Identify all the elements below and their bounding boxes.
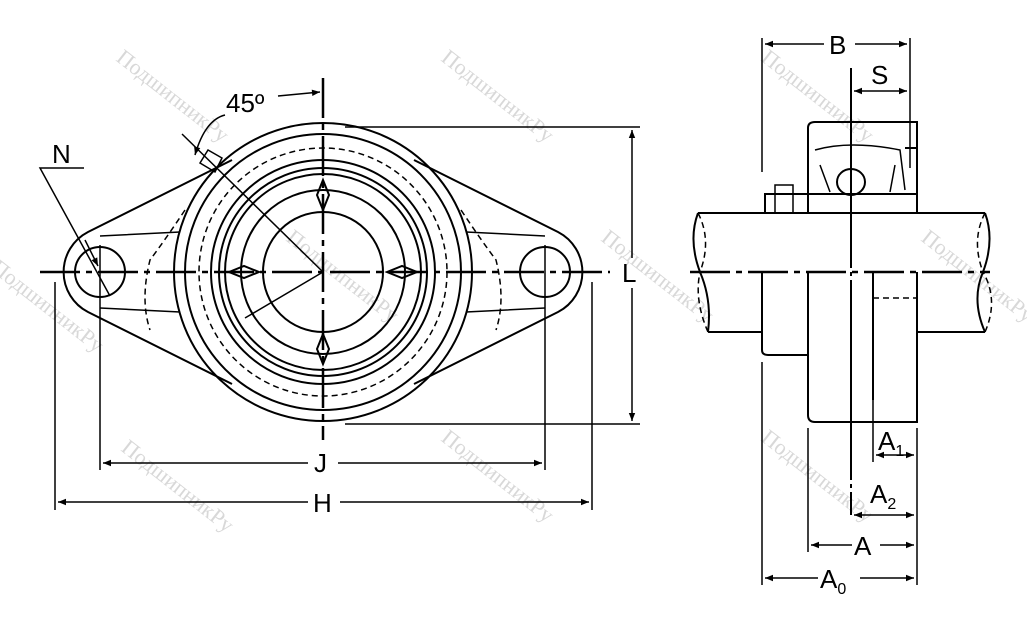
watermark: ПодшипникРу <box>757 424 879 527</box>
watermark: ПодшипникРу <box>117 434 239 537</box>
watermark: ПодшипникРу <box>112 44 234 147</box>
s-label: S <box>871 60 888 90</box>
shaft <box>692 212 991 333</box>
a-label: A <box>854 531 872 561</box>
watermark: ПодшипникРу <box>282 224 404 327</box>
a1-label: A1 <box>878 426 904 460</box>
watermark: ПодшипникРу <box>917 224 1027 327</box>
hole-diameter-label: N <box>52 139 71 169</box>
front-view: 45º N L J H <box>38 78 640 518</box>
bolt-spacing-label: J <box>314 448 327 478</box>
flange-outline <box>62 159 584 385</box>
angle-label: 45º <box>226 88 265 118</box>
a0-label: A0 <box>820 564 846 598</box>
width-label: B <box>829 30 846 60</box>
grease-fitting <box>198 148 223 174</box>
height-label: L <box>622 258 636 288</box>
side-view: B S A1 A2 A A0 <box>690 30 993 598</box>
overall-length-label: H <box>313 488 332 518</box>
bearing-insert <box>764 121 918 213</box>
a2-label: A2 <box>870 479 896 513</box>
set-screw <box>774 184 794 214</box>
watermark: ПодшипникРу <box>437 44 559 147</box>
watermark: ПодшипникРу <box>757 44 879 147</box>
watermark: ПодшипникРу <box>437 424 559 527</box>
housing-section <box>761 272 918 423</box>
